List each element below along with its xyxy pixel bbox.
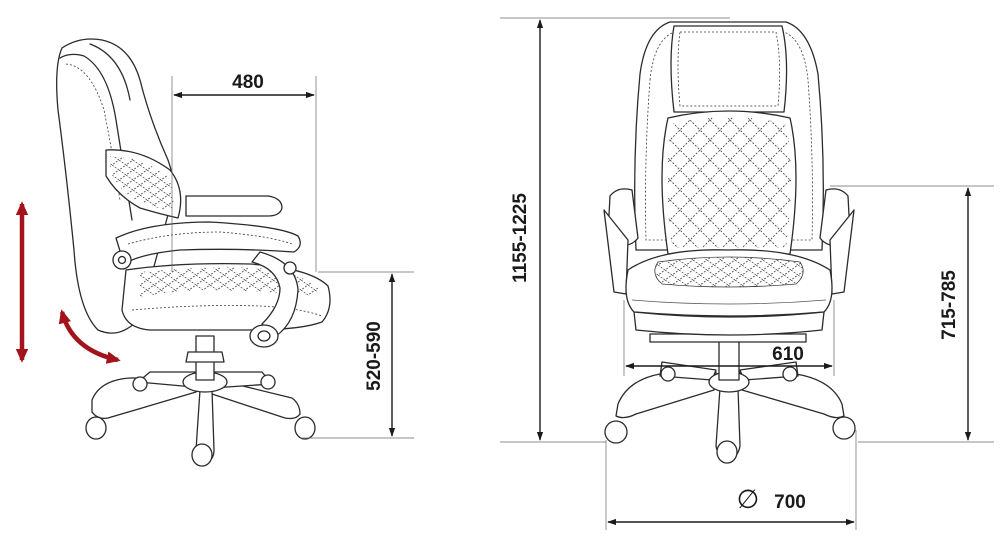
side-depth-dimension: 480: [171, 72, 317, 272]
seat-height-label: 520-590: [364, 321, 385, 391]
side-backrest: [56, 38, 182, 334]
front-total-height-dimension: 1155-1225: [500, 17, 730, 443]
side-armrest: [112, 195, 301, 348]
side-view-chair: [56, 38, 331, 467]
side-base: [85, 371, 316, 467]
tilt-adjust-arrow: [58, 309, 121, 364]
front-armrests: [603, 188, 855, 295]
total-height-label: 1155-1225: [510, 193, 531, 283]
front-seat-width-dimension: 610: [623, 300, 835, 376]
seat-width-label: 610: [772, 344, 804, 365]
seat-depth-label: 480: [232, 72, 264, 93]
front-base-diameter-dimension: ∅ 700: [605, 430, 857, 530]
base-diameter-label: 700: [774, 492, 806, 513]
front-view-chair: [603, 21, 856, 464]
diameter-symbol: ∅: [737, 484, 760, 514]
front-backrest: [634, 21, 824, 255]
side-seat: [121, 262, 331, 331]
armrest-height-label: 715-785: [939, 270, 960, 340]
side-seat-height-dimension: 520-590: [300, 271, 414, 439]
front-armrest-height-dimension: 715-785: [830, 185, 994, 443]
front-seat: [625, 249, 833, 336]
